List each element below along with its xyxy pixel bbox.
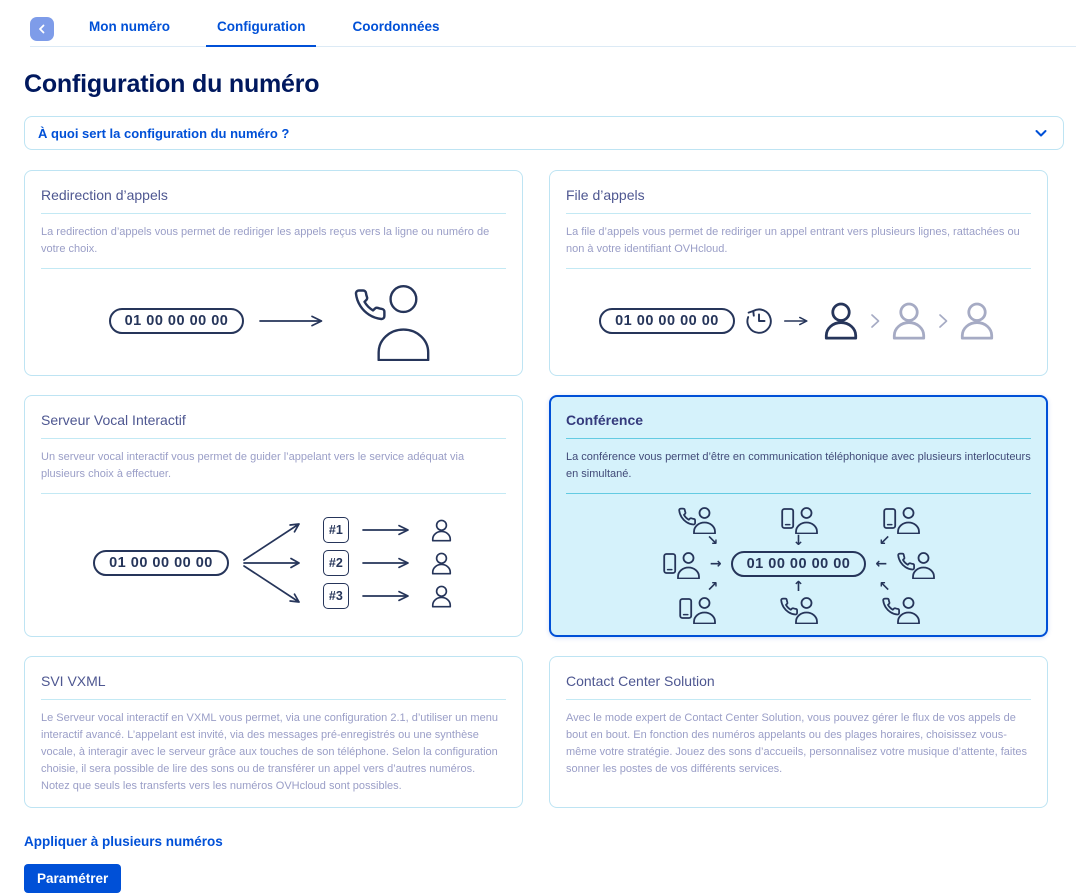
card-title: Conférence	[566, 412, 644, 429]
card-title: File d’appels	[566, 187, 645, 203]
card-description: Le Serveur vocal interactif en VXML vous…	[41, 712, 498, 793]
arrow-right-icon: →	[709, 556, 722, 573]
card-title: Serveur Vocal Interactif	[41, 412, 186, 429]
arrow-up-icon: ↑	[792, 579, 805, 596]
caller-with-mobile-icon	[677, 594, 717, 624]
arrow-right-icon	[361, 589, 417, 603]
tab-mon-numero[interactable]: Mon numéro	[89, 19, 170, 34]
caller-with-handset-icon	[881, 594, 921, 624]
arrow-up-left-icon: ↖	[878, 579, 891, 596]
person-icon	[956, 300, 998, 342]
card-contact-center-solution[interactable]: Contact Center Solution Avec le mode exp…	[549, 656, 1048, 809]
chevron-down-icon	[1034, 126, 1048, 140]
caller-with-mobile-icon	[881, 504, 921, 534]
card-description: La conférence vous permet d’être en comm…	[566, 451, 1031, 481]
caller-with-handset-icon	[346, 281, 438, 361]
keypad-option-1: #1	[322, 517, 349, 544]
conference-illustration: ↘ ↓ ↙ → 01 00 00 00 00 ←	[566, 504, 1031, 624]
card-redirection-appels[interactable]: Redirection d’appels La redirection d’ap…	[24, 170, 523, 377]
configure-button[interactable]: Paramétrer	[24, 864, 122, 893]
configuration-options-grid: Redirection d’appels La redirection d’ap…	[24, 170, 1048, 809]
phone-number-pill: 01 00 00 00 00	[730, 551, 867, 578]
chevron-right-icon	[869, 312, 881, 330]
tabs: Mon numéro Configuration Coordonnées	[78, 19, 451, 47]
card-conference[interactable]: Conférence La conférence vous permet d’ê…	[549, 395, 1048, 638]
card-svi-vxml[interactable]: SVI VXML Le Serveur vocal interactif en …	[24, 656, 523, 809]
card-title: Redirection d’appels	[41, 187, 168, 203]
caller-with-mobile-icon	[661, 549, 701, 579]
help-accordion[interactable]: À quoi sert la configuration du numéro ?	[24, 116, 1064, 150]
card-description: Un serveur vocal interactif vous permet …	[41, 451, 465, 481]
card-description: La file d’appels vous permet de redirige…	[566, 226, 1020, 256]
chevron-left-icon	[37, 24, 47, 34]
chevron-right-icon	[937, 312, 949, 330]
tab-coordonnees[interactable]: Coordonnées	[352, 19, 440, 34]
arrow-left-icon: ←	[875, 556, 888, 573]
arrow-right-icon	[361, 523, 417, 537]
divider	[566, 213, 1031, 214]
caller-with-handset-icon	[779, 594, 819, 624]
fan-arrows-icon	[241, 512, 311, 614]
keypad-option-3: #3	[322, 583, 349, 610]
arrow-down-icon: ↓	[792, 533, 805, 550]
arrow-right-icon	[361, 556, 417, 570]
person-icon	[888, 300, 930, 342]
person-icon	[820, 300, 862, 342]
phone-number-pill: 01 00 00 00 00	[93, 550, 229, 577]
file-appels-illustration: 01 00 00 00 00	[566, 279, 1031, 363]
card-serveur-vocal-interactif[interactable]: Serveur Vocal Interactif Un serveur voca…	[24, 395, 523, 638]
svi-illustration: 01 00 00 00 00 #1 #2 #3	[41, 504, 506, 622]
caller-with-handset-icon	[896, 549, 936, 579]
arrow-up-right-icon: ↗	[706, 579, 719, 596]
divider	[41, 438, 506, 440]
help-accordion-label: À quoi sert la configuration du numéro ?	[38, 125, 290, 141]
divider	[41, 699, 506, 701]
redirection-illustration: 01 00 00 00 00	[41, 279, 506, 363]
caller-with-handset-icon	[677, 504, 717, 534]
apply-multiple-numbers-link[interactable]: Appliquer à plusieurs numéros	[24, 834, 223, 850]
page-title: Configuration du numéro	[24, 70, 320, 98]
card-file-appels[interactable]: File d’appels La file d’appels vous perm…	[549, 170, 1048, 377]
card-title: SVI VXML	[41, 673, 106, 690]
caller-with-mobile-icon	[779, 504, 819, 534]
phone-number-pill: 01 00 00 00 00	[599, 308, 735, 335]
tab-bar: Mon numéro Configuration Coordonnées	[30, 0, 1076, 47]
divider	[41, 213, 506, 214]
arrow-down-left-icon: ↙	[878, 533, 891, 550]
redial-clock-icon	[742, 304, 776, 338]
divider	[41, 493, 506, 495]
tab-configuration[interactable]: Configuration	[206, 19, 317, 47]
person-icon	[429, 551, 454, 576]
divider	[566, 493, 1031, 495]
person-icon	[429, 518, 454, 543]
card-description: La redirection d’appels vous permet de r…	[41, 226, 490, 256]
divider	[566, 268, 1031, 270]
divider	[566, 438, 1031, 440]
keypad-option-2: #2	[322, 550, 349, 577]
card-title: Contact Center Solution	[566, 673, 715, 690]
arrow-down-right-icon: ↘	[706, 533, 719, 550]
arrow-right-icon	[258, 314, 332, 328]
phone-number-pill: 01 00 00 00 00	[108, 308, 245, 335]
divider	[566, 699, 1031, 701]
back-button[interactable]	[30, 17, 54, 41]
arrow-right-icon	[783, 314, 813, 328]
divider	[41, 268, 506, 270]
person-icon	[429, 584, 454, 609]
card-description: Avec le mode expert de Contact Center So…	[566, 712, 1028, 776]
